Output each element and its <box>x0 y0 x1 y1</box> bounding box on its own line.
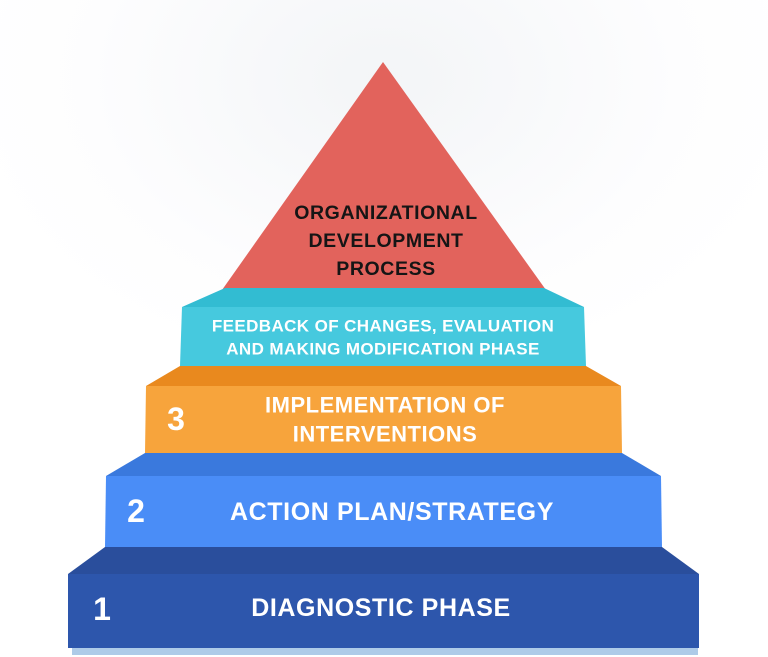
step-action-plan-front-face <box>105 476 662 547</box>
title-line-1: ORGANIZATIONAL <box>294 202 478 224</box>
step-feedback-line-2: AND MAKING MODIFICATION PHASE <box>226 340 540 359</box>
step-action-plan-top-face <box>106 453 661 476</box>
pyramid-apex-triangle <box>222 62 546 290</box>
step-implementation-line-1: IMPLEMENTATION OF <box>265 393 505 418</box>
step-action-plan-line-1: ACTION PLAN/STRATEGY <box>230 498 554 526</box>
title-line-3: PROCESS <box>336 258 436 280</box>
step-feedback-top-face <box>182 288 584 307</box>
title-line-2: DEVELOPMENT <box>308 230 463 252</box>
step-implementation-top-face <box>146 366 621 386</box>
step-implementation-front-face <box>145 386 622 453</box>
pyramid-base-strip <box>72 648 698 655</box>
step-action-plan-number: 2 <box>127 493 145 529</box>
step-implementation-line-2: INTERVENTIONS <box>293 422 478 447</box>
step-diagnostic-front-face <box>68 574 699 648</box>
step-diagnostic-line-1: DIAGNOSTIC PHASE <box>251 594 511 622</box>
step-feedback-front-face <box>180 307 586 366</box>
step-diagnostic-number: 1 <box>93 591 111 627</box>
step-feedback-line-1: FEEDBACK OF CHANGES, EVALUATION <box>212 317 554 336</box>
step-diagnostic-top-face <box>68 547 699 574</box>
step-implementation-number: 3 <box>167 401 185 437</box>
